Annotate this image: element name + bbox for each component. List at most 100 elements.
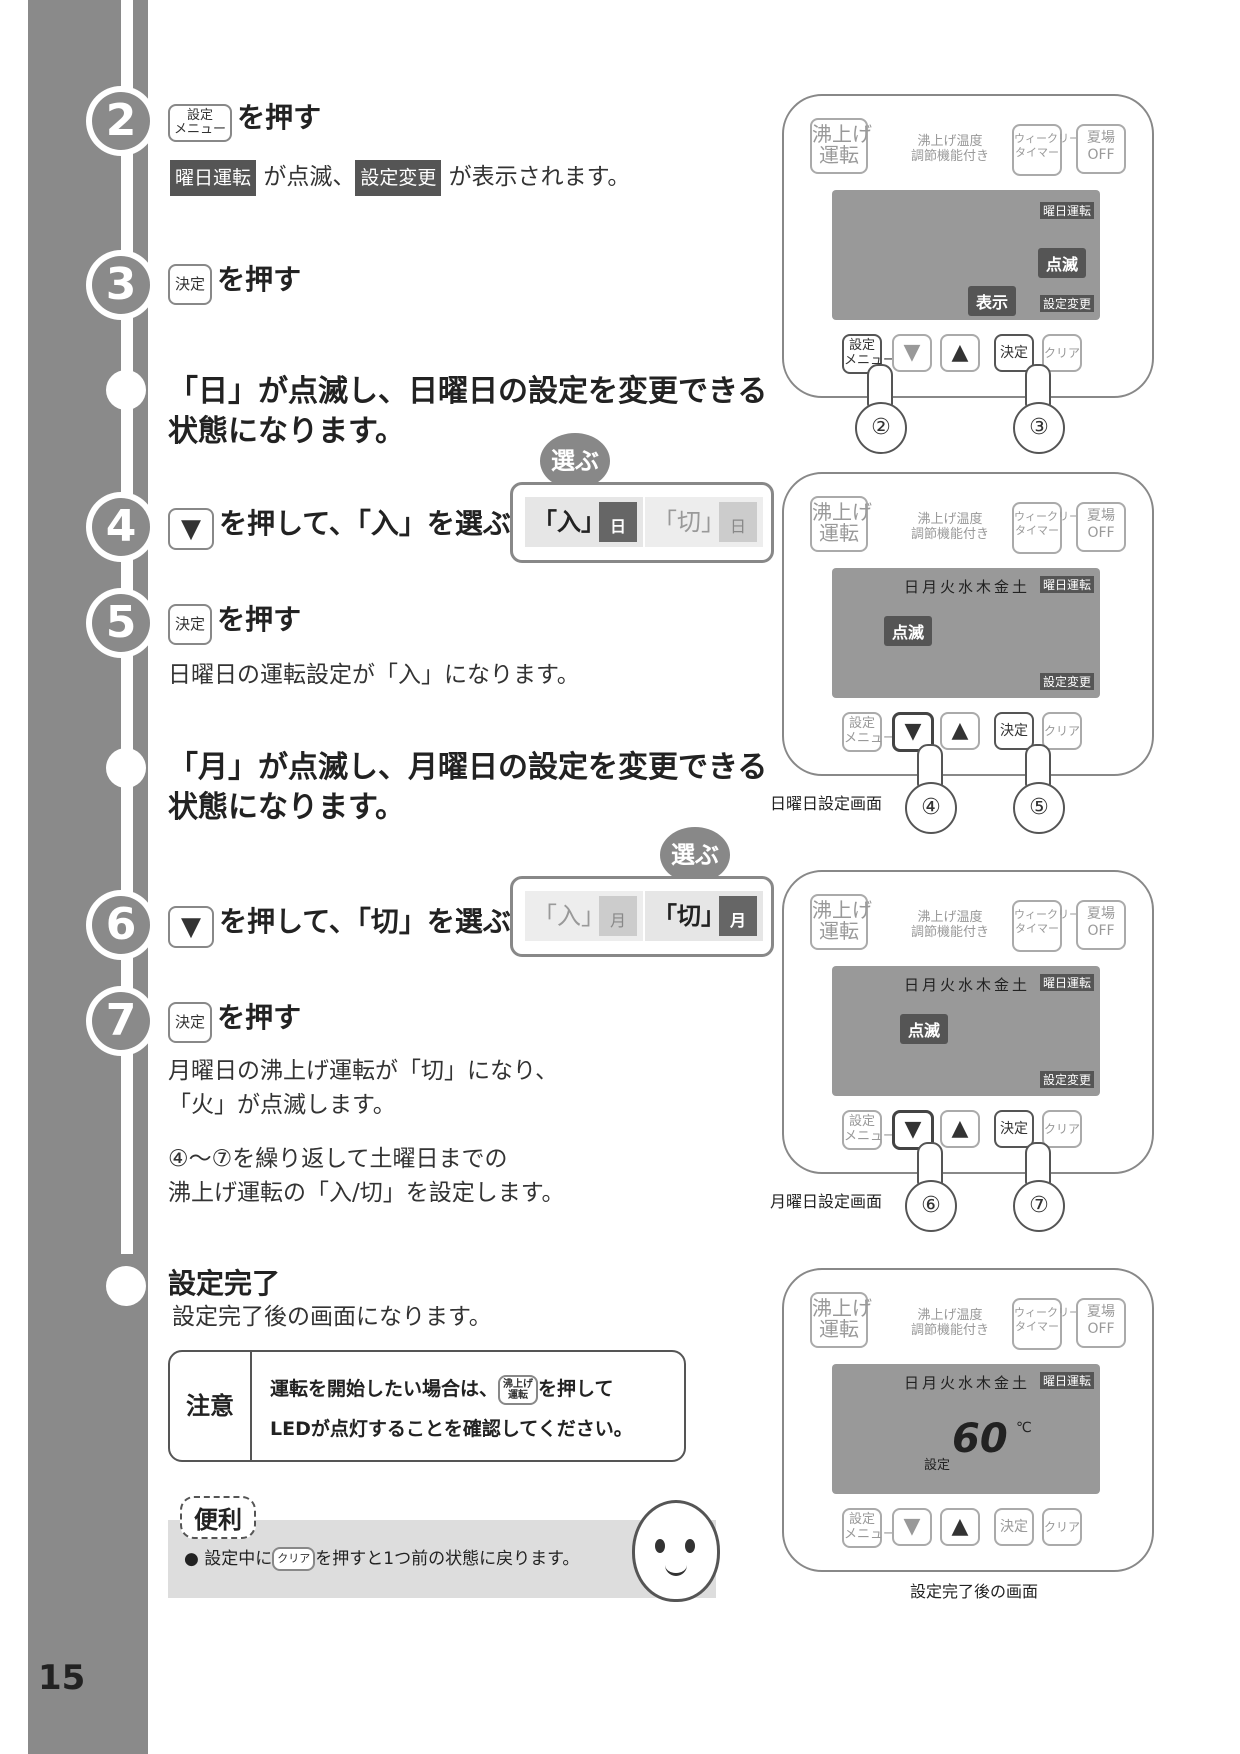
step-number-6: 6 <box>92 896 150 954</box>
enter-key: 決定 <box>168 604 213 645</box>
flashing-label: 点滅 <box>900 1014 949 1044</box>
down-arrow-key: ▼ <box>168 905 214 948</box>
weekly-timer-button[interactable]: ウィークリー タイマー <box>1012 1298 1080 1350</box>
step-number-5: 5 <box>92 594 150 652</box>
step-7-heading: 決定 を押す <box>168 996 301 1043</box>
settings-menu-button[interactable]: 設定 メニュー <box>842 334 896 374</box>
up-button[interactable]: ▲ <box>940 712 980 750</box>
step-6-heading: ▼ を押して、「切」を選ぶ <box>168 900 511 948</box>
enter-button[interactable]: 決定 <box>994 1508 1034 1546</box>
step-ref-icon: ⑥ <box>905 1180 957 1232</box>
weekly-timer-button[interactable]: ウィークリー タイマー <box>1012 124 1080 176</box>
step-number-7: 7 <box>92 992 150 1050</box>
clear-button[interactable]: クリア <box>1042 712 1082 750</box>
up-button[interactable]: ▲ <box>940 334 980 372</box>
clear-button[interactable]: クリア <box>1042 1508 1082 1546</box>
clear-button[interactable]: クリア <box>1042 334 1082 372</box>
timeline-dot <box>106 370 146 410</box>
temp-adjust-label: 沸上げ温度 調節機能付き <box>910 134 989 164</box>
enter-key: 決定 <box>168 1002 213 1043</box>
step-4-heading: ▼ を押して、「入」を選ぶ <box>168 502 511 550</box>
settings-menu-button[interactable]: 設定 メニュー <box>842 1110 896 1150</box>
flashing-label: 点滅 <box>884 616 933 646</box>
timeline-dot <box>106 1266 146 1306</box>
choose-bubble: 選ぶ <box>660 827 730 883</box>
shown-label: 表示 <box>967 286 1016 316</box>
off-option: 「切」 日 <box>645 497 763 547</box>
step-2-text: 曜日運転 が点滅、設定変更 が表示されます。 <box>170 160 630 196</box>
caution-label: 注意 <box>170 1352 252 1460</box>
summer-off-button[interactable]: 夏場 OFF <box>1076 502 1126 552</box>
timeline-dot <box>106 748 146 788</box>
weekday-run-indicator: 曜日運転 <box>1039 974 1094 991</box>
boil-run-button[interactable]: 沸上げ 運転 <box>810 1292 872 1348</box>
boil-run-key: 沸上げ 運転 <box>498 1374 539 1405</box>
step-title: を押す <box>237 101 322 134</box>
panel-caption: 日曜日設定画面 <box>770 794 883 813</box>
setting-change-indicator: 設定変更 <box>1039 1071 1094 1088</box>
settings-menu-button[interactable]: 設定 メニュー <box>842 1508 896 1548</box>
step-ref-icon: ⑤ <box>1013 782 1065 834</box>
boil-run-button[interactable]: 沸上げ 運転 <box>810 894 872 950</box>
weekday-row: 日月火水木金土 <box>904 976 1031 994</box>
page-number: 15 <box>38 1658 86 1698</box>
caution-line-1: 運転を開始したい場合は、沸上げ 運転を押して <box>270 1374 613 1405</box>
enter-button[interactable]: 決定 <box>994 334 1034 372</box>
pointing-hand-icon <box>867 364 893 408</box>
down-button[interactable]: ▼ <box>892 1508 932 1546</box>
lcd-display: 曜日運転設定変更 日月火水木金土点滅 <box>832 966 1100 1096</box>
step-number-2: 2 <box>92 92 150 150</box>
boil-run-button[interactable]: 沸上げ 運転 <box>810 496 872 552</box>
weekly-timer-button[interactable]: ウィークリー タイマー <box>1012 502 1080 554</box>
weekday-run-indicator: 曜日運転 <box>1039 576 1094 593</box>
water-drop-mascot <box>632 1500 720 1602</box>
weekday-run-indicator: 曜日運転 <box>1039 1372 1094 1389</box>
setting-change-badge: 設定変更 <box>355 160 442 196</box>
enter-button[interactable]: 決定 <box>994 712 1034 750</box>
choose-bubble: 選ぶ <box>540 433 610 489</box>
tip-band <box>168 1520 716 1598</box>
weekly-timer-button[interactable]: ウィークリー タイマー <box>1012 900 1080 952</box>
up-button[interactable]: ▲ <box>940 1508 980 1546</box>
off-option: 「切」 月 <box>645 891 763 941</box>
step-2-heading: 設定 メニュー を押す <box>168 96 321 142</box>
step-number-4: 4 <box>92 498 150 556</box>
settings-menu-key: 設定 メニュー <box>168 103 233 142</box>
day-label: 日 <box>719 502 757 542</box>
set-label: 設定 <box>924 1458 951 1473</box>
day-label: 月 <box>599 896 637 936</box>
tip-text: ● 設定中にクリアを押すと1つ前の状態に戻ります。 <box>184 1547 580 1571</box>
weekday-row: 日月火水木金土 <box>904 578 1031 596</box>
weekday-run-indicator: 曜日運転 <box>1039 202 1094 219</box>
clear-key: クリア <box>272 1547 316 1571</box>
step-ref-icon: ⑦ <box>1013 1180 1065 1232</box>
panel-caption: 月曜日設定画面 <box>770 1192 883 1211</box>
down-button[interactable]: ▼ <box>892 334 932 372</box>
remote-panel: 沸上げ 運転 沸上げ温度 調節機能付きウィークリー タイマー夏場 OFF 曜日運転設… <box>782 94 1154 398</box>
tip-label: 便利 <box>180 1496 256 1539</box>
settings-menu-button[interactable]: 設定 メニュー <box>842 712 896 752</box>
day-label: 日 <box>599 502 637 542</box>
enter-button[interactable]: 決定 <box>994 1110 1034 1148</box>
summer-off-button[interactable]: 夏場 OFF <box>1076 124 1126 174</box>
lcd-display: 曜日運転設定変更日月火水木金土点滅 <box>832 568 1100 698</box>
done-title: 設定完了 <box>168 1267 281 1300</box>
boil-run-button[interactable]: 沸上げ 運転 <box>810 118 872 174</box>
enter-key: 決定 <box>168 264 213 305</box>
up-button[interactable]: ▲ <box>940 1110 980 1148</box>
pointing-hand-icon <box>917 1142 943 1186</box>
summer-off-button[interactable]: 夏場 OFF <box>1076 1298 1126 1348</box>
on-option: 「入」 月 <box>525 891 643 941</box>
step-ref-icon: ④ <box>905 782 957 834</box>
caution-line-2: LEDが点灯することを確認してください。 <box>270 1418 633 1440</box>
pointing-hand-icon <box>1025 1142 1051 1186</box>
step-7-text: 月曜日の沸上げ運転が「切」になり、 「火」が点滅します。 ④～⑦を繰り返して土曜… <box>168 1058 565 1206</box>
temperature-unit: ℃ <box>1016 1420 1032 1436</box>
summer-off-button[interactable]: 夏場 OFF <box>1076 900 1126 950</box>
clear-button[interactable]: クリア <box>1042 1110 1082 1148</box>
temp-adjust-label: 沸上げ温度 調節機能付き <box>910 910 989 940</box>
day-label: 月 <box>719 896 757 936</box>
monday-state-text: 「月」が点滅し、月曜日の設定を変更できる 状態になります。 <box>168 750 768 825</box>
